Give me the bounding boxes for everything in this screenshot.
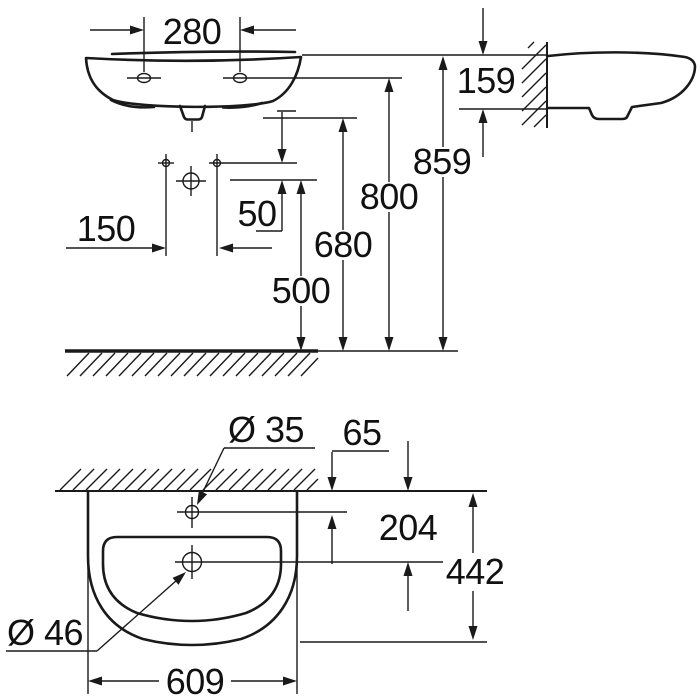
dim-280-label: 280 <box>163 11 222 52</box>
dim-159-label: 159 <box>457 60 516 101</box>
basin-plan-inner-outline <box>101 535 283 623</box>
dimension-159: 159 <box>302 8 546 157</box>
floor-hatch <box>66 352 319 377</box>
basin-foot-left <box>109 98 156 109</box>
side-profile-view <box>521 41 697 128</box>
dimension-150: 150 <box>66 208 272 253</box>
dimension-800: 800 <box>257 77 419 351</box>
basin-foot-right <box>221 101 264 109</box>
dimension-442: 442 <box>300 493 505 643</box>
dimension-50: 50 <box>237 110 296 234</box>
basin-front-back-rim <box>110 50 297 56</box>
front-elevation-view <box>84 50 303 132</box>
dimension-680: 680 <box>263 117 373 351</box>
dimension-280: 280 <box>90 11 296 72</box>
drain-fitting <box>178 104 207 121</box>
wall-hatch-plan <box>59 468 319 491</box>
label-dia-46: Ø 46 <box>6 572 186 653</box>
basin-front-outline <box>84 55 303 109</box>
plan-view <box>55 468 487 647</box>
dimension-65: 65 <box>327 412 389 564</box>
dimension-204: 204 <box>379 441 438 611</box>
dim-800-label: 800 <box>360 176 419 217</box>
dim-150-label: 150 <box>77 208 136 249</box>
dim-500-label: 500 <box>272 270 331 311</box>
dia-35-label: Ø 35 <box>228 409 304 450</box>
dimension-500: 500 <box>230 179 331 351</box>
dim-859-label: 859 <box>413 141 472 182</box>
dimension-609: 609 <box>87 556 298 700</box>
floor <box>65 349 458 377</box>
fixing-holes-partial-view <box>158 154 297 256</box>
dimension-859: 859 <box>413 56 472 351</box>
dia-46-label: Ø 46 <box>7 612 83 653</box>
dim-204-label: 204 <box>379 507 438 548</box>
dim-65-label: 65 <box>342 412 381 453</box>
dim-442-label: 442 <box>446 551 505 592</box>
basin-side-profile <box>546 51 697 121</box>
basin-plan-outer-outline <box>86 489 299 647</box>
wall-hatch-side <box>521 41 547 128</box>
dim-50-label: 50 <box>237 193 276 234</box>
dim-609-label: 609 <box>166 661 225 700</box>
label-dia-35: Ø 35 <box>197 409 315 505</box>
dim-680-label: 680 <box>314 224 373 265</box>
